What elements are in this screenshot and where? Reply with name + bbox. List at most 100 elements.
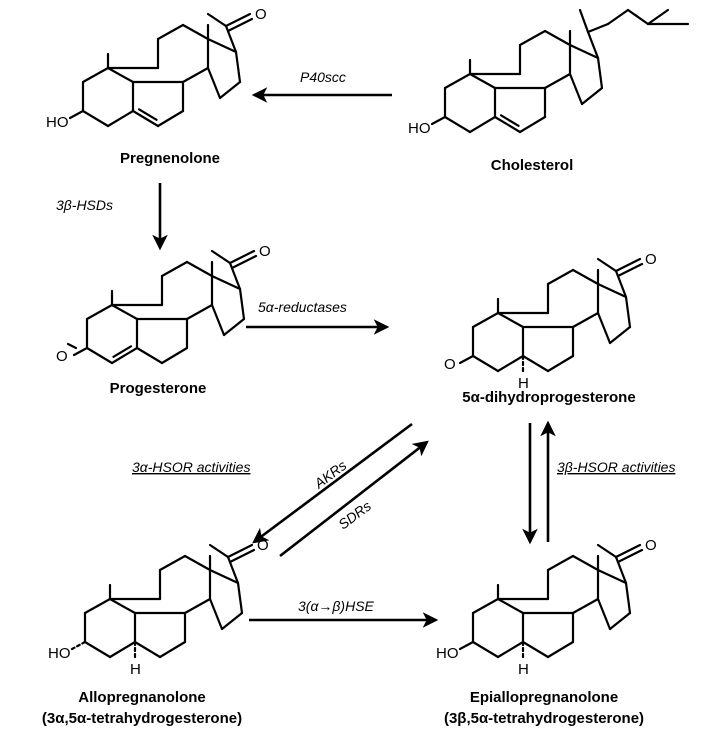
bond [546, 354, 575, 373]
hydrogen-atom: H [518, 661, 529, 678]
bond [160, 260, 189, 278]
bond [571, 554, 600, 572]
bond [85, 346, 114, 365]
enzyme-p450scc: P40scc [300, 69, 346, 85]
enzyme-3a-hsor: 3α-HSOR activities [132, 459, 250, 475]
bond [185, 260, 214, 278]
bond [614, 257, 642, 273]
bond [112, 345, 133, 358]
label-epiallopregnanolone-sub: (3β,5α-tetrahydrogesterone) [444, 710, 644, 727]
bond [158, 554, 187, 572]
bond [496, 354, 525, 373]
bond [234, 50, 242, 84]
bond [596, 257, 618, 273]
bond [468, 115, 497, 134]
bond [181, 23, 210, 41]
bond [499, 114, 520, 127]
hydroxyl-group: HO [408, 120, 431, 137]
oxygen-atom: O [645, 251, 657, 268]
bond [616, 548, 644, 564]
arrow-dihydro-to-allo [252, 422, 413, 544]
bond [110, 346, 139, 365]
bond [183, 597, 212, 615]
bond [571, 268, 600, 286]
bond [571, 597, 600, 615]
bond [137, 108, 158, 121]
bond [596, 282, 628, 299]
bond [210, 303, 226, 337]
bond [133, 640, 162, 659]
bond [226, 543, 254, 559]
bond [206, 12, 228, 28]
bond [596, 56, 604, 90]
bond [543, 29, 572, 47]
bond [135, 346, 164, 365]
bond [596, 568, 628, 585]
bond [571, 311, 600, 329]
bond [228, 548, 256, 564]
hydrogen-atom: H [518, 375, 529, 392]
bond [596, 597, 612, 631]
bond [518, 115, 547, 134]
bond [156, 109, 185, 128]
label-allopregnanolone-sub: (3α,5α-tetrahydrogesterone) [42, 710, 242, 727]
oxygen-atom: O [259, 243, 271, 260]
arrow-allo-to-dihydro [279, 440, 429, 558]
bond [222, 317, 246, 337]
bond [586, 22, 610, 34]
bond [238, 287, 246, 321]
bond [496, 597, 525, 615]
bond [85, 303, 114, 321]
hydroxyl-group: HO [46, 114, 69, 131]
bond [626, 8, 650, 26]
bond [230, 254, 258, 270]
bond [81, 66, 110, 84]
bond [624, 581, 632, 615]
bond [226, 17, 254, 33]
bond [493, 115, 522, 134]
label-progesterone: Progesterone [110, 380, 207, 397]
enzyme-sdrs: SDRs [335, 498, 374, 533]
bond [236, 581, 244, 615]
bond [206, 37, 238, 54]
bond [580, 86, 604, 106]
bond [208, 543, 230, 559]
progesterone-structure: OO [56, 243, 271, 365]
bond [496, 640, 525, 659]
oxygen-atom: O [645, 537, 657, 554]
bond [443, 115, 472, 134]
bond [458, 354, 475, 365]
bond [518, 29, 547, 47]
oxygen-atom: O [257, 537, 269, 554]
bond [586, 30, 600, 60]
bond [210, 274, 242, 291]
bond [208, 597, 224, 631]
bond [185, 303, 214, 321]
dihydroprogesterone-structure: OOH [444, 251, 657, 392]
bond [614, 543, 642, 559]
bond [218, 80, 242, 100]
label-allopregnanolone: Allopregnanolone [78, 689, 206, 706]
bond [606, 8, 630, 26]
bond [70, 640, 87, 651]
bond [183, 554, 212, 572]
label-epiallopregnanolone: Epiallopregnanolone [470, 689, 618, 706]
bond [156, 23, 185, 41]
bond [131, 109, 160, 128]
bond [596, 311, 612, 345]
bond [228, 249, 256, 265]
bond [521, 354, 550, 373]
bond [568, 43, 600, 60]
label-cholesterol: Cholesterol [491, 157, 574, 174]
bond [430, 115, 447, 126]
bond [108, 640, 137, 659]
bond [568, 72, 584, 106]
bond [206, 66, 222, 100]
bond [546, 640, 575, 659]
bond [546, 268, 575, 286]
bond [496, 311, 525, 329]
bond [543, 72, 572, 90]
